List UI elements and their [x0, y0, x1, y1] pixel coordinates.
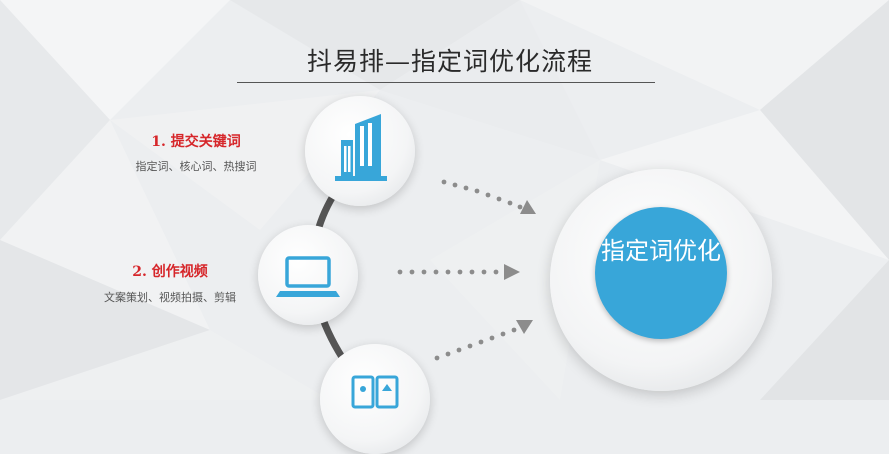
step-2-node [258, 225, 358, 325]
step-1-description: 指定词、核心词、热搜词 [135, 160, 257, 173]
hub-label: 指定词优化 [601, 237, 721, 265]
page-title: 抖易排—指定词优化流程 [306, 47, 593, 76]
flow-connectors [309, 166, 536, 376]
hub-circle [595, 207, 727, 339]
mobile-upload-icon [351, 375, 399, 409]
step-2-title: 2. 创作视频 [132, 264, 208, 280]
step-1-title: 1. 提交关键词 [151, 134, 241, 150]
building-icon [335, 114, 387, 181]
arrow-2 [397, 264, 520, 280]
arrow-1 [441, 179, 536, 214]
step-3-node [320, 344, 430, 454]
step-2-description: 文案策划、视频拍摄、剪辑 [104, 291, 236, 304]
title-underline [237, 82, 655, 83]
background-polygons [0, 0, 889, 400]
step-1-node [305, 96, 415, 206]
arrow-3 [434, 320, 533, 361]
laptop-icon [276, 256, 340, 297]
